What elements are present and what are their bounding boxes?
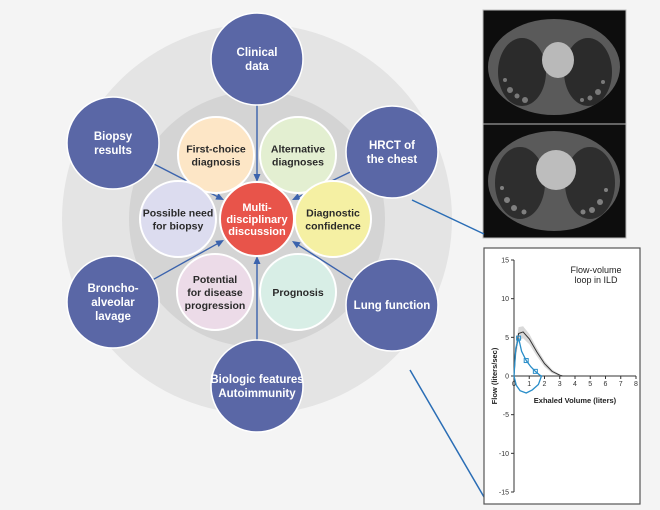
flow-series-layer	[513, 331, 563, 394]
flow-x-tick-label: 3	[558, 381, 562, 388]
flow-y-axis-label: Flow (liters/sec)	[490, 347, 499, 404]
petal-shape	[139, 180, 217, 258]
arrow-lung-function	[292, 241, 354, 281]
flow-point-marker	[532, 368, 538, 374]
arrow-head	[253, 256, 261, 264]
outer-node-circle	[345, 105, 439, 199]
hrct-connector	[411, 199, 485, 235]
outer-node-label: Lung function	[354, 300, 431, 312]
arrow-head	[215, 240, 224, 247]
ct-image-panel	[482, 9, 627, 239]
flow-x-tick-label: 4	[573, 381, 577, 388]
lung-function-connector	[409, 369, 485, 498]
flow-y-tick-label: 0	[505, 374, 509, 381]
ct-fibrosis-top	[503, 78, 605, 103]
outer-node-circle	[66, 255, 160, 349]
petal-shape	[177, 116, 255, 194]
ct-lung-right-top	[564, 38, 612, 106]
flow-series-line-1	[513, 337, 543, 394]
flow-point-marker	[516, 335, 522, 341]
flow-x-tick-label: 0	[512, 381, 516, 388]
arrow-head	[253, 174, 261, 182]
ct-lung-left-top	[498, 38, 546, 106]
arrow-biologic	[253, 256, 261, 340]
outer-node-circle	[66, 96, 160, 190]
ct-lung-left-bottom	[495, 147, 545, 219]
petal-label: Prognosis	[272, 287, 324, 299]
flow-point-marker	[523, 358, 529, 364]
arrow-clinical	[253, 105, 261, 182]
ct-heart-bottom	[536, 150, 576, 190]
flow-y-tick-label: -15	[499, 490, 509, 497]
arrow-line	[152, 242, 220, 281]
arrow-line	[296, 243, 354, 281]
flow-y-tick-label: -10	[499, 451, 509, 458]
arrow-head	[292, 193, 301, 200]
flow-volume-axes: 15 10 5 0 -5 -10 -15 0 1 2 3 4 5 6 7 8	[499, 258, 638, 497]
flow-y-tick-label: -5	[503, 412, 509, 419]
outer-node-circle	[345, 258, 439, 352]
flow-y-tick-label: 15	[501, 258, 509, 265]
flow-normal-band	[514, 326, 563, 376]
arrow-bal	[152, 240, 224, 281]
ct-fibrosis-bottom	[500, 186, 608, 215]
flow-x-tick-label: 2	[543, 381, 547, 388]
flow-x-tick-label: 8	[634, 381, 638, 388]
ct-heart-top	[542, 42, 574, 78]
flow-y-tick-label: 5	[505, 335, 509, 342]
petal-shape	[259, 253, 337, 331]
flow-x-tick-label: 5	[588, 381, 592, 388]
flow-x-tick-label: 6	[604, 381, 608, 388]
center-circle	[219, 181, 295, 257]
flow-x-axis-label: Exhaled Volume (liters)	[534, 396, 617, 405]
outer-node-circle	[210, 339, 304, 433]
arrow-head	[215, 193, 224, 200]
petal-shape	[259, 116, 337, 194]
outer-node-circle	[210, 12, 304, 106]
flow-y-tick-label: 10	[501, 296, 509, 303]
petal-shape	[176, 253, 254, 331]
flow-x-tick-label: 7	[619, 381, 623, 388]
arrow-head	[292, 241, 301, 249]
outer-node-lung-function: Lung function	[345, 258, 439, 352]
flow-x-tick-label: 1	[527, 381, 531, 388]
petal-prognosis: Prognosis	[259, 253, 337, 331]
